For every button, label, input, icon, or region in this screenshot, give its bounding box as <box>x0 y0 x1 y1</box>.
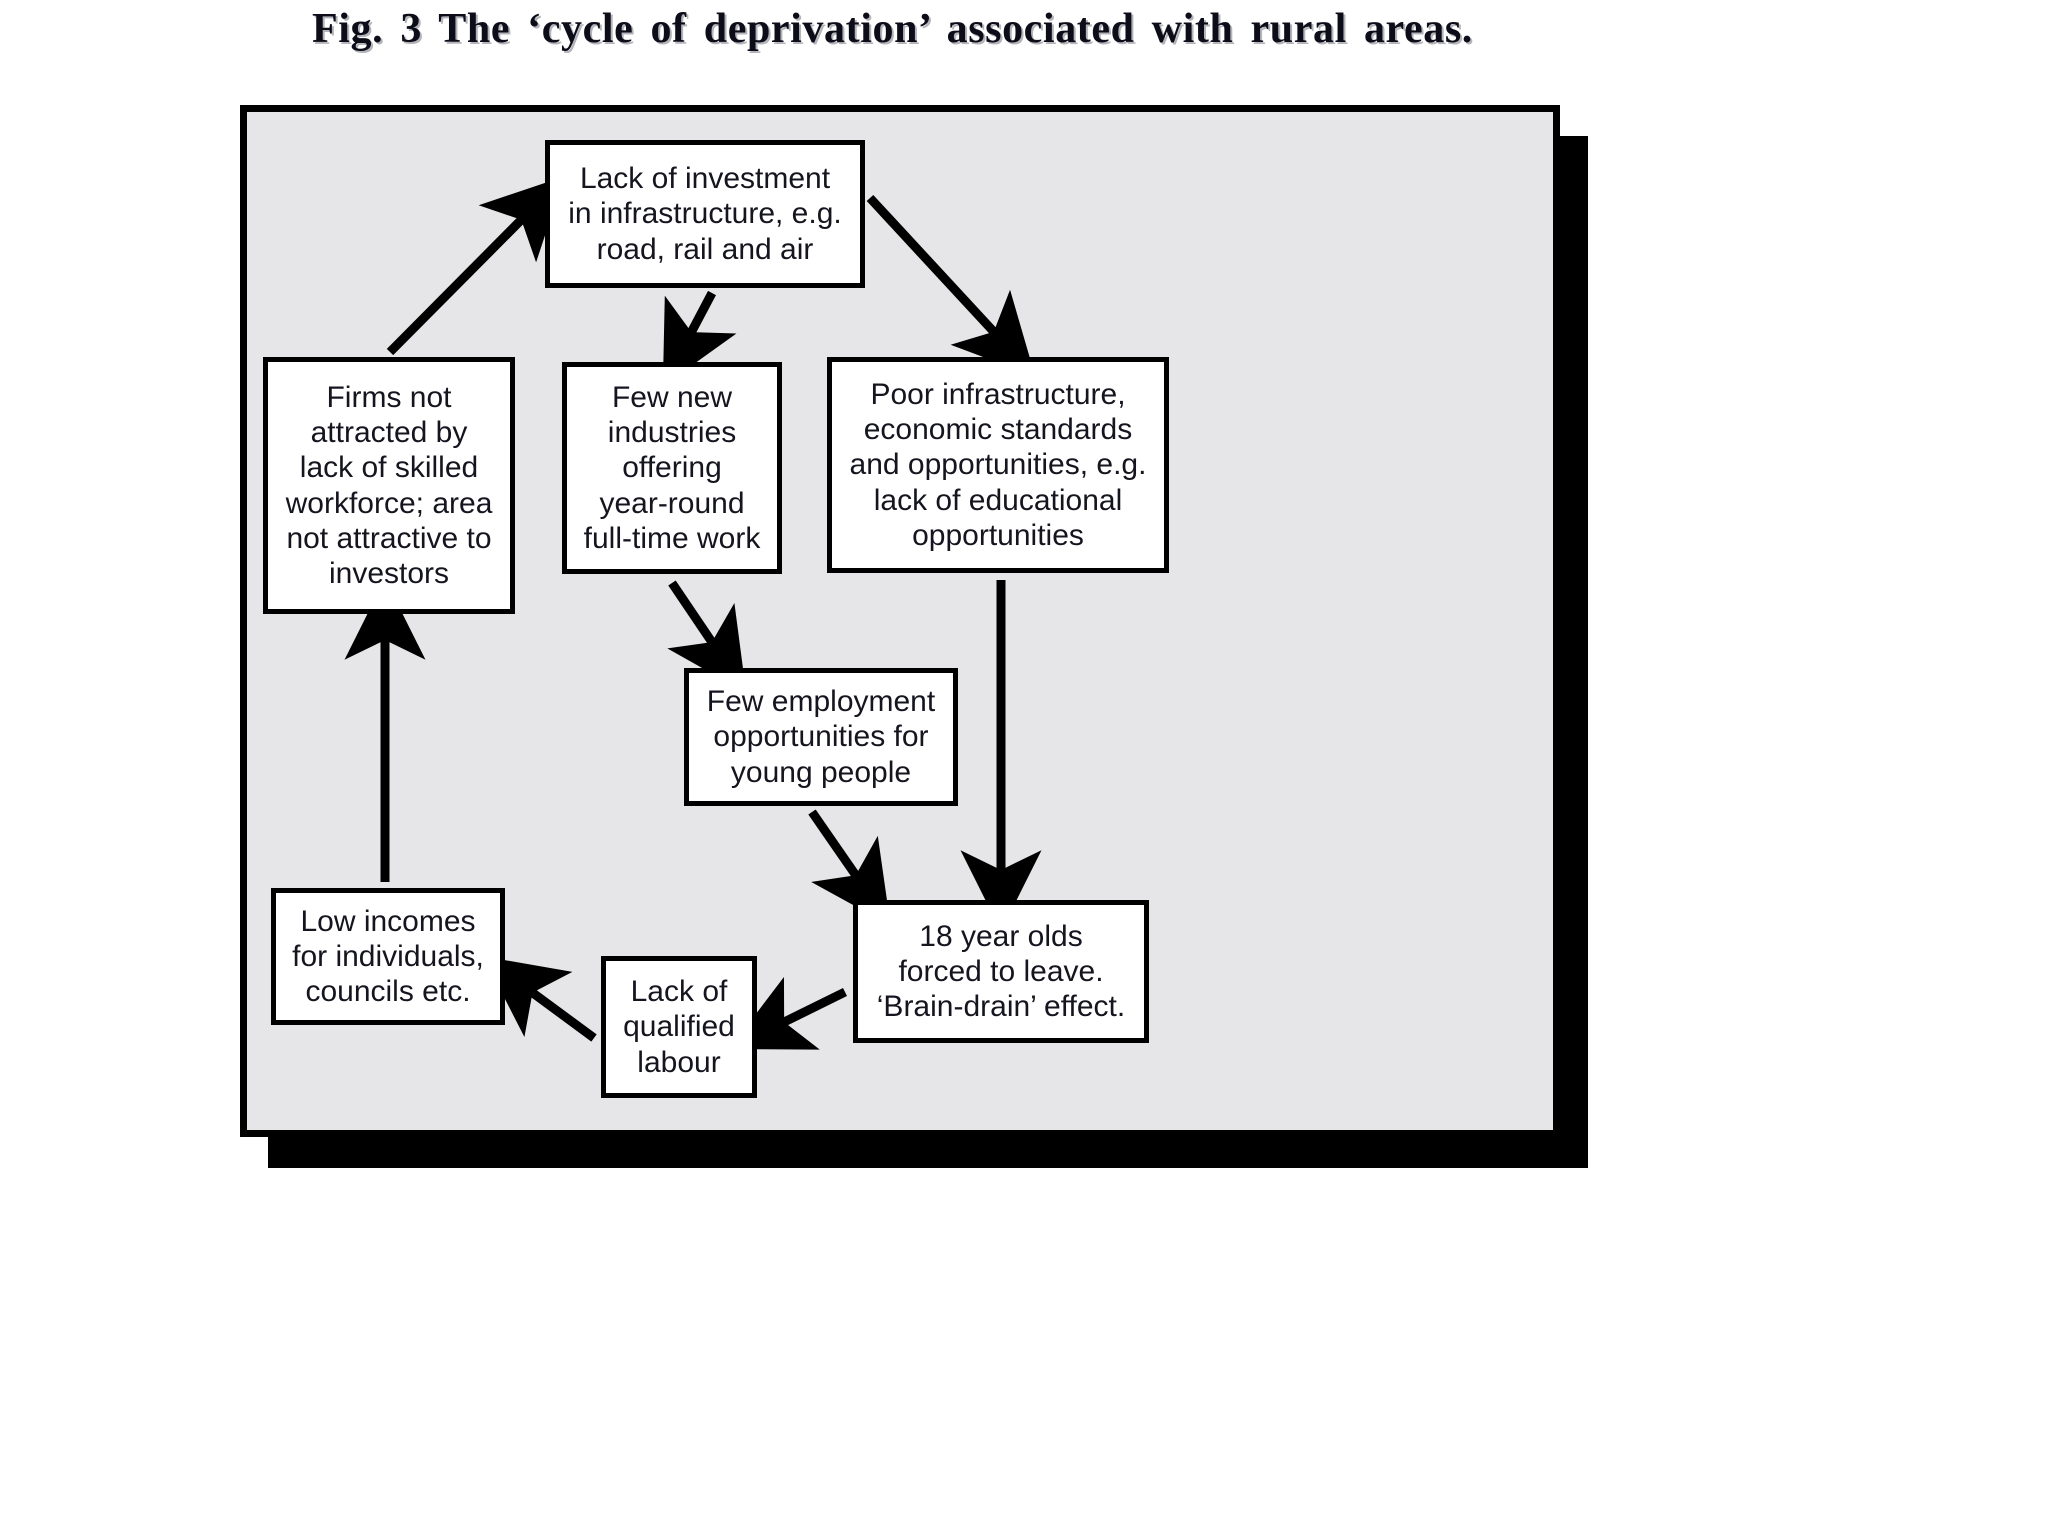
node-label: Lack of investment in infrastructure, e.… <box>568 162 842 266</box>
node-label: Firms not attracted by lack of skilled w… <box>285 381 493 590</box>
arrow-firms-to-investment <box>386 176 565 356</box>
node-label: Low incomes for individuals, councils et… <box>292 904 484 1009</box>
node-low-incomes: Low incomes for individuals, councils et… <box>271 888 505 1025</box>
arrow-employment-to-braindrain <box>808 809 891 926</box>
node-label: Poor infrastructure, economic standards … <box>849 378 1147 552</box>
node-poor-infrastructure: Poor infrastructure, economic standards … <box>827 357 1169 573</box>
arrow-investment-to-poorinfra <box>866 194 1036 377</box>
arrow-lackqualified-to-lowincomes <box>483 956 597 1042</box>
node-brain-drain: 18 year olds forced to leave. ‘Brain-dra… <box>853 900 1149 1043</box>
arrow-industries-to-employment <box>667 580 747 693</box>
node-label: Few employment opportunities for young p… <box>706 685 936 789</box>
node-label: Few new industries offering year-round f… <box>583 381 761 555</box>
node-lack-of-qualified-labour: Lack of qualified labour <box>601 956 757 1098</box>
node-firms-not-attracted: Firms not attracted by lack of skilled w… <box>263 357 515 614</box>
node-label: 18 year olds forced to leave. ‘Brain-dra… <box>876 919 1126 1024</box>
arrow-investment-to-industries <box>662 290 737 387</box>
node-few-new-industries: Few new industries offering year-round f… <box>562 362 782 574</box>
node-lack-of-investment: Lack of investment in infrastructure, e.… <box>545 140 865 288</box>
arrow-braindrain-to-lackqualified <box>729 976 847 1050</box>
node-few-employment-opportunities: Few employment opportunities for young p… <box>684 668 958 806</box>
figure-caption: Fig. 3 The ‘cycle of deprivation’ associ… <box>312 6 1473 52</box>
node-label: Lack of qualified labour <box>623 975 735 1079</box>
